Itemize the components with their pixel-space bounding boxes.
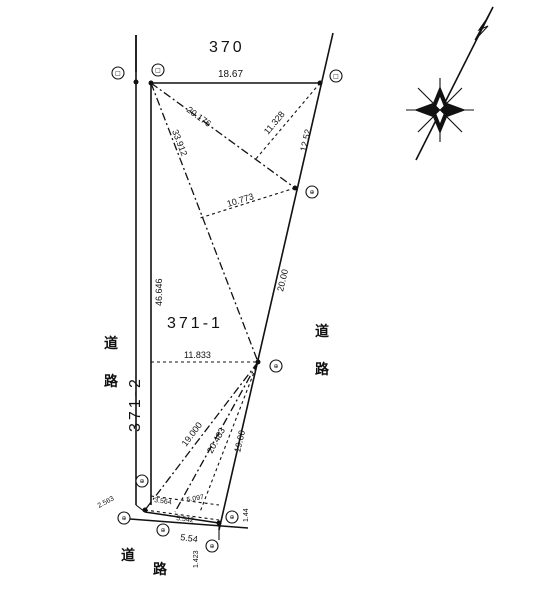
marker-glyph: ⊕ <box>139 478 144 485</box>
marker-glyph: □ <box>155 67 161 74</box>
parcel-boundary <box>129 32 334 540</box>
boundary-marker-icon <box>329 69 343 83</box>
boundary-east <box>218 32 334 531</box>
road-label-east-1: 道 <box>315 323 329 340</box>
marker-glyph: ⊕ <box>160 527 165 534</box>
marker-glyph: ⊕ <box>229 514 234 521</box>
diag-line-a <box>150 82 296 189</box>
dim-east-mid: 20.00 <box>275 268 290 292</box>
diag-line-b <box>254 82 321 161</box>
corner-markers <box>111 63 343 553</box>
marker-glyph: ⊕ <box>273 363 278 370</box>
diag-line-c <box>144 361 259 511</box>
stone-marker-icon <box>305 185 319 199</box>
parcel-number-north: 370 <box>209 39 245 56</box>
dim-diag-d: 20.483 <box>205 426 227 455</box>
boundary-marker-icon <box>151 63 165 77</box>
dim-offset-2: 11.833 <box>184 350 211 360</box>
stone-marker-icon <box>135 474 149 488</box>
diag-line-d <box>174 361 259 513</box>
dim-south-jog: 1.423 <box>193 550 200 568</box>
road-label-east-2: 路 <box>315 361 330 378</box>
dim-offset-1: 10.773 <box>226 191 255 209</box>
dim-diag-long: 33.912 <box>170 128 189 157</box>
stone-marker-icon <box>205 539 219 553</box>
parcel-number-west: 371-2 <box>127 376 144 432</box>
dim-south-edge: 5.54 <box>180 532 199 544</box>
stone-marker-icon <box>117 511 131 525</box>
dim-west-jog: 2.563 <box>97 495 116 509</box>
road-label-south-2: 路 <box>153 561 168 578</box>
dim-small-b: 5.097 <box>186 494 205 504</box>
parcel-number-main: 371-1 <box>167 315 223 332</box>
diag-line-long <box>150 82 259 363</box>
dim-top-edge: 18.67 <box>218 69 243 80</box>
marker-glyph: □ <box>333 73 339 80</box>
diag-line-e <box>199 361 259 513</box>
marker-glyph: □ <box>115 70 121 77</box>
road-label-west-2: 路 <box>104 373 119 390</box>
boundary-south <box>144 511 220 524</box>
dim-east-lower: 19.00 <box>232 429 247 453</box>
dim-small-c: 5.542 <box>176 515 194 524</box>
marker-glyph: ⊕ <box>309 189 314 196</box>
small-line-a <box>144 509 220 521</box>
marker-glyph: ⊕ <box>209 543 214 550</box>
stone-marker-icon <box>156 523 170 537</box>
boundary-marker-icon <box>111 66 125 80</box>
compass-rose-icon <box>406 6 494 161</box>
stone-marker-icon <box>225 510 239 524</box>
dim-south-east-jog: 1.44 <box>243 508 250 522</box>
dim-diag-a: 20.176 <box>185 105 213 129</box>
marker-glyph: ⊕ <box>121 515 126 522</box>
dim-east-upper: 12.52 <box>298 128 313 152</box>
dim-diag-b: 11.328 <box>262 109 287 136</box>
dim-diag-c: 19.000 <box>180 420 205 448</box>
dim-small-a: 3.564 <box>154 497 172 506</box>
road-edge-south <box>129 518 249 529</box>
stone-marker-icon <box>269 359 283 373</box>
road-label-west-1: 道 <box>104 335 118 352</box>
road-label-south-1: 道 <box>121 547 135 564</box>
dim-west-side: 46.646 <box>154 278 164 306</box>
offset-line-1 <box>199 187 296 219</box>
survey-lines <box>144 82 321 521</box>
